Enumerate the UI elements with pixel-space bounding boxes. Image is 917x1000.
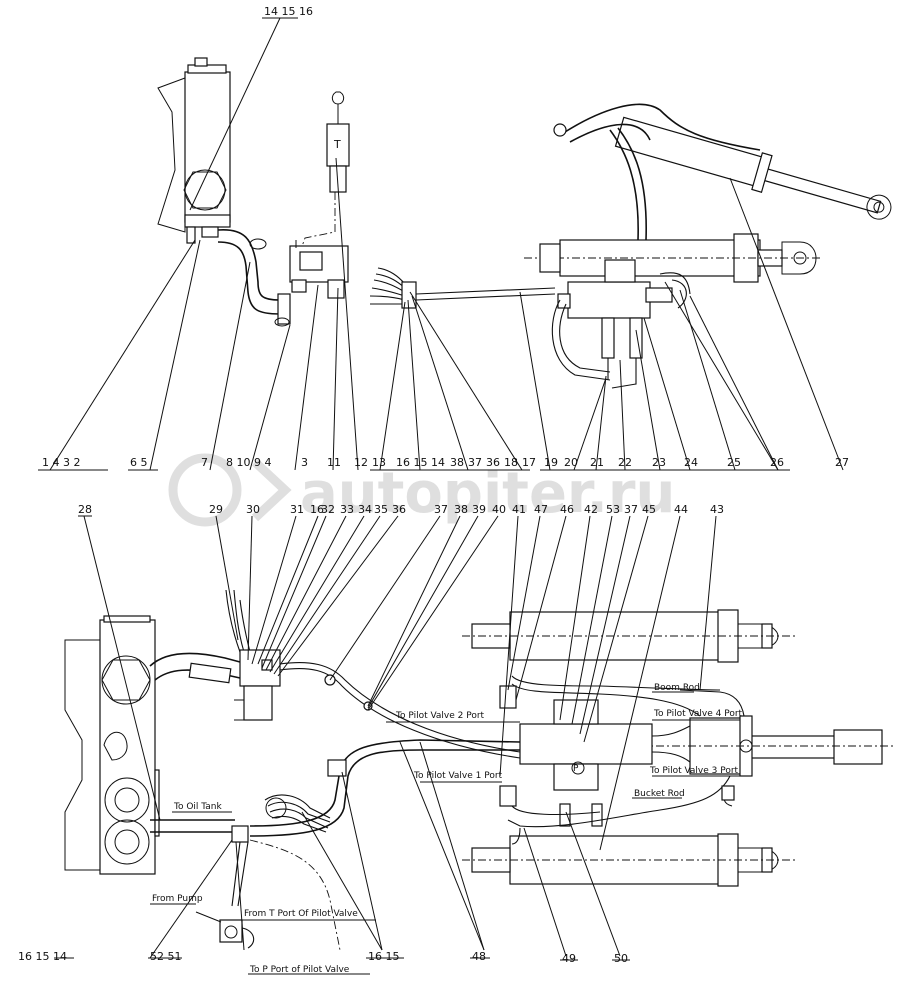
watermark-text: autopiter.ru: [300, 461, 675, 526]
annotation-to-pilot-valve-1: To Pilot Valve 1 Port: [413, 771, 503, 781]
callout-18: 18: [504, 456, 518, 469]
callout-20: 20: [564, 456, 578, 469]
annotation-from-t-port: From T Port Of Pilot Valve: [244, 909, 358, 919]
callout-26: 26: [770, 456, 784, 469]
callout-16-bottom: 16: [310, 503, 324, 516]
annotation-bucket-rod: Bucket Rod: [634, 789, 685, 799]
annotation-to-p-port: To P Port of Pilot Valve: [249, 965, 350, 975]
annotation-from-pump: From Pump: [152, 894, 203, 904]
bottom-tank-assembly: [64, 615, 241, 875]
callout-28: 28: [78, 503, 92, 516]
callout-30: 30: [246, 503, 260, 516]
pilot-valve-joystick: T: [289, 91, 350, 299]
annotation-to-pilot-valve-4: To Pilot Valve 4 Port: [653, 709, 743, 719]
bottom-right-cylinders: P: [462, 609, 895, 887]
callout-53: 53: [606, 503, 620, 516]
callout-38-top: 38: [450, 456, 464, 469]
callout-16-15-14-top: 16 15 14: [396, 456, 445, 469]
callout-37-top: 37: [468, 456, 482, 469]
callout-48: 48: [472, 950, 486, 963]
callout-22: 22: [618, 456, 632, 469]
callout-21: 21: [590, 456, 604, 469]
annotation-to-oil-tank: To Oil Tank: [173, 802, 223, 812]
callout-19: 19: [544, 456, 558, 469]
callout-42: 42: [584, 503, 598, 516]
top-callouts: 14 15 16 1 4 3 2 6 5 7 8 10 9 4 3 11 12 …: [42, 5, 849, 469]
hydraulic-tank-assembly: [157, 57, 291, 327]
callout-39: 39: [472, 503, 486, 516]
callout-29: 29: [209, 503, 223, 516]
callout-36-bottom: 36: [392, 503, 406, 516]
callout-16-15-14-bottom: 16 15 14: [18, 950, 67, 963]
hose-bundle-top: [369, 267, 556, 309]
callout-7: 7: [201, 456, 208, 469]
callout-43: 43: [710, 503, 724, 516]
callout-50: 50: [614, 952, 628, 965]
top-leader-lines: [38, 17, 844, 471]
callout-49: 49: [562, 952, 576, 965]
callout-1-4-3-2: 1 4 3 2: [42, 456, 80, 469]
callout-36-top: 36: [486, 456, 500, 469]
callout-13: 13: [372, 456, 386, 469]
bottom-callouts: 28 29 30 31 16 32 33 34 35 36 37 38 39 4…: [18, 503, 724, 965]
callout-40: 40: [492, 503, 506, 516]
callout-6-5: 6 5: [130, 456, 148, 469]
callout-3: 3: [301, 456, 308, 469]
callout-11: 11: [327, 456, 341, 469]
callout-8-10-9-4: 8 10 9 4: [226, 456, 271, 469]
port-annotations: To Pilot Valve 2 Port To Pilot Valve 1 P…: [152, 683, 743, 975]
svg-text:P: P: [573, 764, 579, 774]
bottom-leader-lines: [54, 515, 740, 975]
callout-33: 33: [340, 503, 354, 516]
callout-47: 47: [534, 503, 548, 516]
callout-T: T: [333, 138, 341, 151]
callout-35: 35: [374, 503, 388, 516]
callout-14-15-16-top: 14 15 16: [264, 5, 313, 18]
watermark: autopiter.ru: [168, 453, 675, 527]
callout-46: 46: [560, 503, 574, 516]
callout-52-51: 52 51: [150, 950, 182, 963]
top-right-cylinders: [524, 103, 892, 389]
callout-41: 41: [512, 503, 526, 516]
callout-37b: 37: [624, 503, 638, 516]
annotation-boom-rod: Boom Rod: [654, 683, 700, 693]
callout-12: 12: [354, 456, 368, 469]
annotation-to-pilot-valve-3: To Pilot Valve 3 Port: [649, 766, 739, 776]
callout-38-bottom: 38: [454, 503, 468, 516]
callout-17: 17: [522, 456, 536, 469]
callout-32: 32: [321, 503, 335, 516]
callout-31: 31: [290, 503, 304, 516]
callout-37-bottom: 37: [434, 503, 448, 516]
callout-23: 23: [652, 456, 666, 469]
callout-27: 27: [835, 456, 849, 469]
callout-25: 25: [727, 456, 741, 469]
callout-44: 44: [674, 503, 688, 516]
callout-34: 34: [358, 503, 372, 516]
annotation-to-pilot-valve-2: To Pilot Valve 2 Port: [395, 711, 485, 721]
bottom-hose-routing: [150, 739, 521, 951]
callout-24: 24: [684, 456, 698, 469]
callout-16-15-bottom: 16 15: [368, 950, 400, 963]
callout-45: 45: [642, 503, 656, 516]
